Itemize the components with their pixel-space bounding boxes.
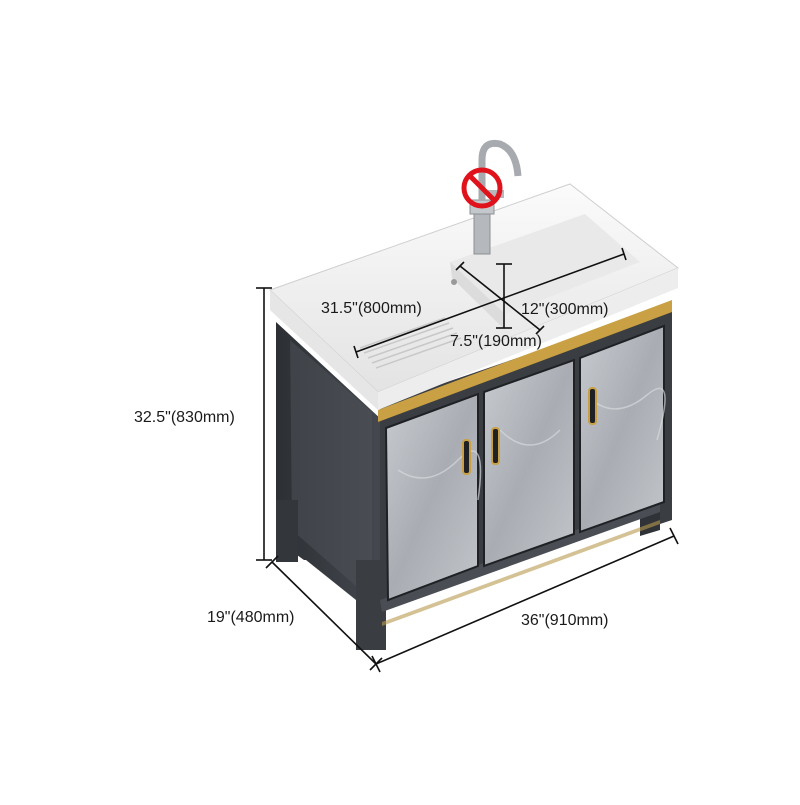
width-label: 36"(910mm) bbox=[521, 612, 609, 629]
basin-depth-label: 12"(300mm) bbox=[521, 301, 609, 318]
cabinet-side-panel bbox=[276, 322, 382, 650]
door-handle-left bbox=[462, 439, 471, 475]
depth-label: 19"(480mm) bbox=[207, 609, 295, 626]
cabinet-doors bbox=[384, 324, 666, 602]
height-label: 32.5"(830mm) bbox=[134, 409, 235, 426]
ceramic-basin bbox=[269, 183, 679, 410]
width-dimension-line bbox=[375, 535, 675, 665]
basin-height-label: 7.5"(190mm) bbox=[450, 333, 542, 350]
door-left bbox=[384, 392, 479, 602]
door-handle-right bbox=[588, 387, 597, 425]
door-middle bbox=[483, 358, 575, 568]
dimension-lines bbox=[256, 247, 679, 673]
no-symbol-icon bbox=[461, 167, 503, 209]
door-right bbox=[579, 324, 665, 534]
basin-width-label: 31.5"(800mm) bbox=[321, 300, 422, 317]
gold-trim bbox=[378, 300, 672, 422]
basin-width-dimension-line bbox=[355, 253, 625, 353]
door-handle-middle bbox=[491, 427, 500, 465]
depth-dimension-line bbox=[271, 561, 377, 665]
basin-depth-dimension-line bbox=[459, 265, 541, 331]
